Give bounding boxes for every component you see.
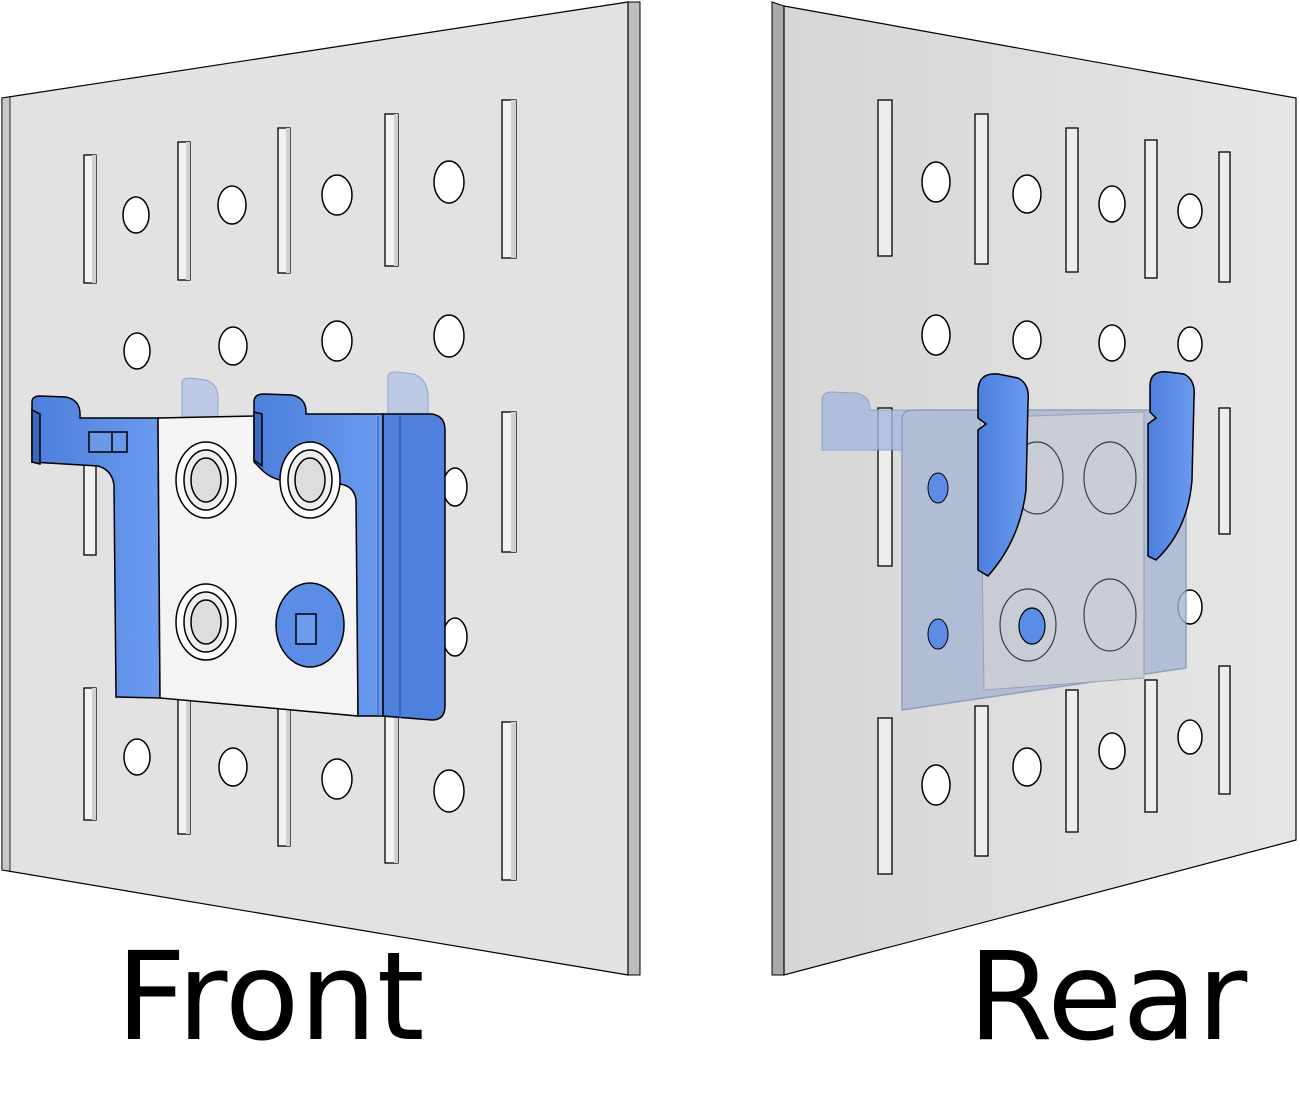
hole (1012, 320, 1042, 360)
hole (321, 320, 353, 362)
slot (877, 99, 893, 257)
rear-slots (877, 99, 1231, 875)
slot (1144, 139, 1158, 279)
hole (1098, 324, 1126, 362)
slot (1065, 689, 1079, 833)
screw-drive (295, 613, 317, 645)
hole (433, 160, 465, 204)
hole (442, 617, 468, 657)
rear-hole-fill (927, 618, 949, 650)
hole (122, 196, 150, 234)
hole (321, 174, 353, 216)
slot (974, 113, 989, 265)
rear-ghost-holes (999, 441, 1137, 662)
hole (1098, 732, 1126, 770)
slot (877, 717, 893, 875)
hole (123, 332, 151, 370)
latch-hook-right (1147, 371, 1196, 561)
hole (218, 326, 248, 366)
front-bracket (31, 393, 446, 721)
hole (921, 161, 951, 203)
rear-latch-hooks (977, 371, 1196, 577)
threaded-holes (175, 441, 341, 661)
hole (1098, 185, 1126, 223)
front-label: Front (116, 926, 425, 1068)
rear-view (771, 1, 1297, 976)
slot (1218, 665, 1231, 795)
slot (1218, 407, 1231, 535)
slot (83, 454, 97, 556)
front-ghost-hooks (181, 371, 429, 419)
hole (921, 764, 951, 806)
hole (1012, 747, 1042, 787)
slot (1065, 127, 1079, 273)
left-hook (31, 395, 161, 699)
hole (218, 747, 248, 787)
rear-screw-tip (1018, 607, 1046, 645)
rear-holes (921, 161, 1203, 806)
left-hook-slot (88, 431, 128, 453)
hole (1177, 719, 1203, 755)
side-rail (382, 413, 446, 721)
hole (123, 738, 151, 776)
hole (442, 467, 468, 507)
hole (1177, 193, 1203, 229)
hole (217, 185, 247, 225)
latch-hook-left (977, 373, 1030, 577)
slot (974, 705, 989, 857)
hole (321, 758, 353, 800)
rear-label: Rear (968, 926, 1248, 1068)
hole (1012, 174, 1042, 214)
hole (1177, 326, 1203, 362)
slot (1218, 151, 1231, 283)
slot (1144, 679, 1158, 813)
hole (921, 314, 951, 356)
front-view (1, 1, 641, 976)
hole (433, 314, 465, 358)
hole (433, 769, 465, 813)
front-holes (122, 160, 468, 813)
rear-hole-fill (927, 472, 949, 504)
